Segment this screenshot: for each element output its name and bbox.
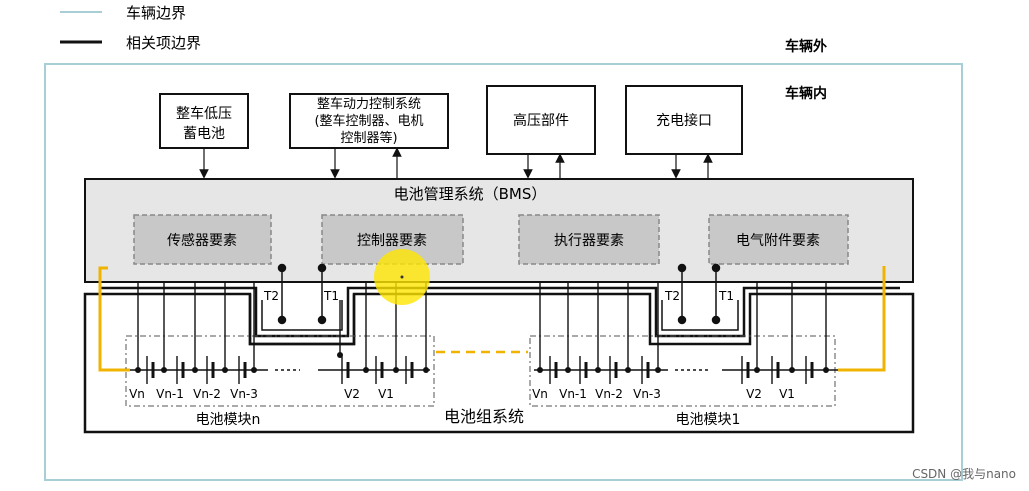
- top-block-powertrain-control: 整车动力控制系统 (整车控制器、电机 控制器等): [289, 93, 449, 149]
- interface-arrows: [199, 147, 713, 179]
- top-block-charging-port: 充电接口: [625, 85, 743, 155]
- module-1-cell-vn1: Vn-1: [559, 387, 587, 401]
- module-1-cell-v2: V2: [746, 387, 762, 401]
- sensor-t2-left: T2: [263, 289, 279, 303]
- actuator-element-label: 执行器要素: [554, 233, 624, 249]
- module-1-boundary: [529, 335, 836, 407]
- lv-battery-line1: 整车低压: [176, 105, 232, 122]
- battery-pack-system-label: 电池组系统: [444, 407, 524, 426]
- module-1-label: 电池模块1: [676, 412, 741, 428]
- sensor-element-label: 传感器要素: [167, 232, 237, 249]
- bms-element-sensor: 传感器要素: [133, 214, 272, 265]
- powertrain-line2: (整车控制器、电机: [314, 113, 423, 129]
- module-n-cell-v2: V2: [344, 387, 360, 401]
- sensor-t1-right: T1: [718, 289, 734, 303]
- legend-vehicle-boundary-label: 车辆边界: [126, 4, 186, 22]
- powertrain-line3: 控制器等): [340, 130, 397, 146]
- module-1-cell-v1: V1: [779, 387, 795, 401]
- module-1-nodes: [537, 367, 829, 373]
- controller-element-label: 控制器要素: [357, 233, 427, 249]
- region-inside-label: 车辆内: [785, 85, 827, 102]
- temperature-sensors: [277, 263, 721, 325]
- top-block-hv-components: 高压部件: [486, 85, 596, 155]
- module-1-cell-vn: Vn: [532, 387, 548, 401]
- bms-element-electrical-accessory: 电气附件要素: [708, 214, 849, 265]
- harness-right: [838, 266, 886, 372]
- harness-left: [98, 266, 130, 372]
- cursor-pointer-dot: [400, 275, 404, 279]
- module-1-cell-vn2: Vn-2: [595, 387, 623, 401]
- module-n-boundary: [125, 335, 435, 407]
- module-n-cell-vn2: Vn-2: [193, 387, 221, 401]
- bms-element-actuator: 执行器要素: [518, 214, 660, 265]
- charging-port-label: 充电接口: [656, 112, 712, 129]
- watermark: CSDN @我与nano: [912, 467, 1016, 481]
- module-n-nodes: [135, 352, 429, 373]
- sensor-t1-left: T1: [323, 289, 339, 303]
- module-n-label: 电池模块n: [196, 412, 261, 428]
- legend-related-boundary-label: 相关项边界: [126, 34, 201, 52]
- lv-battery-line2: 蓄电池: [183, 126, 225, 142]
- powertrain-line1: 整车动力控制系统: [317, 96, 421, 112]
- related-boundary-inner: [100, 286, 900, 338]
- region-outside-label: 车辆外: [785, 38, 827, 55]
- module-1-cells: [534, 282, 838, 384]
- module-n-cell-vn: Vn: [129, 387, 145, 401]
- hv-components-label: 高压部件: [513, 112, 569, 129]
- module-n-cell-vn3: Vn-3: [230, 387, 258, 401]
- module-1-cell-vn3: Vn-3: [633, 387, 661, 401]
- vehicle-boundary: [44, 63, 963, 481]
- bms-title: 电池管理系统（BMS）: [394, 185, 547, 203]
- module-n-cell-v1: V1: [378, 387, 394, 401]
- electrical-accessory-label: 电气附件要素: [736, 233, 820, 249]
- module-n-cell-vn1: Vn-1: [156, 387, 184, 401]
- top-block-lv-battery: 整车低压 蓄电池: [159, 93, 249, 149]
- sensor-t2-right: T2: [664, 289, 680, 303]
